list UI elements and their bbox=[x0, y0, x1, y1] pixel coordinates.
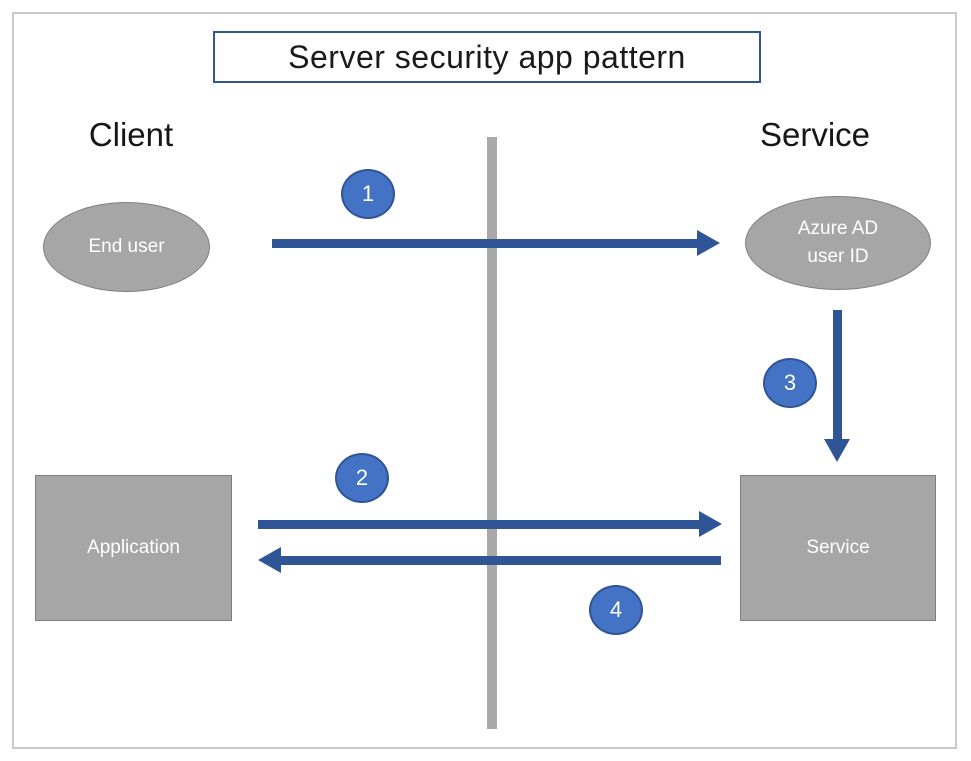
arrow-shaft bbox=[272, 239, 700, 248]
node-application: Application bbox=[35, 475, 232, 621]
diagram-title: Server security app pattern bbox=[213, 31, 761, 83]
step-badge-2: 2 bbox=[335, 453, 389, 503]
step-badge-3: 3 bbox=[763, 358, 817, 408]
step-badge-4-number: 4 bbox=[609, 597, 623, 622]
column-header-client: Client bbox=[88, 116, 174, 153]
step-badge-4: 4 bbox=[589, 585, 643, 635]
arrow-step-1-end-user-to-azure-ad bbox=[272, 230, 720, 256]
step-badge-1-number: 1 bbox=[361, 181, 375, 206]
node-service-label: Service bbox=[806, 537, 870, 559]
client-service-divider bbox=[487, 137, 497, 729]
node-end-user-label: End user bbox=[88, 236, 165, 258]
arrow-shaft bbox=[258, 520, 702, 529]
node-azure-ad-user-id-label-line1: Azure AD bbox=[797, 218, 879, 240]
diagram-title-text: Server security app pattern bbox=[288, 38, 686, 75]
page-border bbox=[12, 12, 957, 749]
arrow-step-4-service-to-application bbox=[258, 547, 721, 573]
step-badge-2-number: 2 bbox=[355, 465, 369, 490]
node-application-label: Application bbox=[87, 537, 180, 559]
arrow-head-right-icon bbox=[697, 230, 720, 256]
node-azure-ad-user-id: Azure AD user ID bbox=[745, 196, 931, 290]
column-header-service: Service bbox=[759, 116, 871, 153]
arrow-head-left-icon bbox=[258, 547, 281, 573]
arrow-head-right-icon bbox=[699, 511, 722, 537]
node-end-user: End user bbox=[43, 202, 210, 292]
step-badge-1: 1 bbox=[341, 169, 395, 219]
arrow-shaft bbox=[278, 556, 721, 565]
arrow-head-down-icon bbox=[824, 439, 850, 462]
node-service: Service bbox=[740, 475, 936, 621]
arrow-step-2-application-to-service bbox=[258, 511, 722, 537]
step-badge-3-number: 3 bbox=[783, 370, 797, 395]
node-azure-ad-user-id-label-line2: user ID bbox=[807, 246, 869, 267]
arrow-shaft bbox=[833, 310, 842, 442]
arrow-step-3-azure-ad-to-service bbox=[824, 310, 851, 462]
